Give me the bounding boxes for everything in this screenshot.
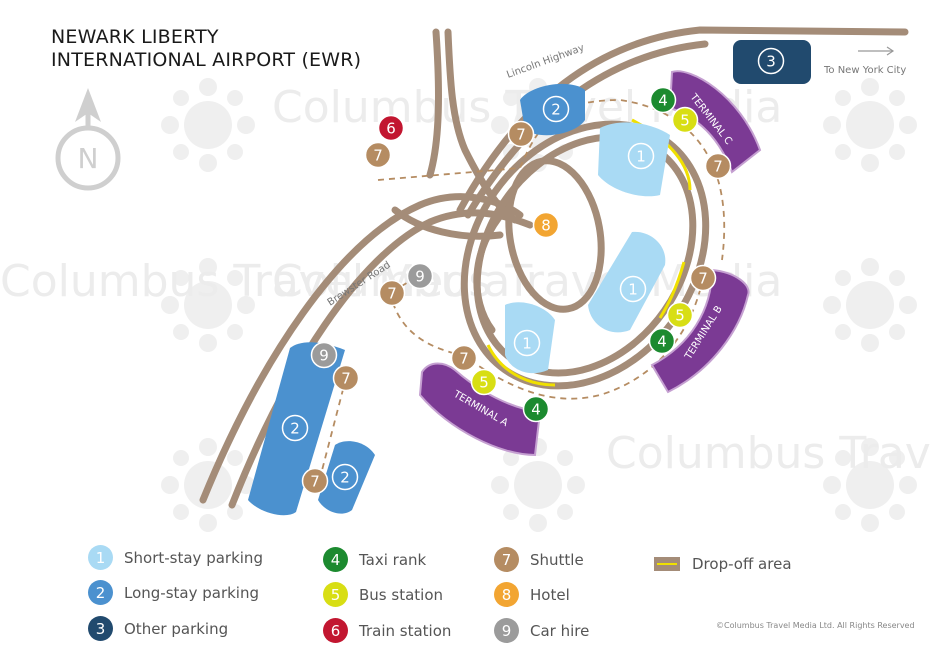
legend-item-shuttle: 7 Shuttle <box>494 547 584 572</box>
marker-long-stay-north-number: 2 <box>551 101 561 119</box>
marker-other-parking-number: 3 <box>766 53 776 71</box>
svg-text:Columbus Travel Media: Columbus Travel Media <box>606 428 930 479</box>
legend-item-long-stay: 2 Long-stay parking <box>88 580 259 605</box>
legend-item-hotel: 8 Hotel <box>494 582 570 607</box>
legend-marker-7: 7 <box>494 547 519 572</box>
legend-label-other-parking: Other parking <box>124 619 229 638</box>
legend-marker-2: 2 <box>88 580 113 605</box>
central-loop-road <box>505 157 605 313</box>
legend-item-dropoff: Drop-off area <box>654 555 792 573</box>
marker-taxi-b-number: 4 <box>657 333 667 351</box>
marker-car-hire-brewster-number: 9 <box>415 268 425 286</box>
legend-item-short-stay: 1 Short-stay parking <box>88 545 263 570</box>
copyright-notice: ©Columbus Travel Media Ltd. All Rights R… <box>716 621 915 630</box>
marker-long-stay-north: 2 <box>542 95 570 123</box>
svg-text:Columbus Travel Media: Columbus Travel Media <box>0 256 510 307</box>
marker-bus-c-number: 5 <box>680 112 690 130</box>
marker-shuttle-north: 7 <box>507 120 535 148</box>
marker-shuttle-c-number: 7 <box>713 158 723 176</box>
marker-shuttle-c: 7 <box>704 152 732 180</box>
legend-label-taxi: Taxi rank <box>359 550 427 569</box>
legend-label-train: Train station <box>359 621 452 640</box>
legend-label-dropoff: Drop-off area <box>692 555 792 573</box>
legend-label-shuttle: Shuttle <box>530 550 584 569</box>
marker-shuttle-b-number: 7 <box>698 270 708 288</box>
legend-item-train: 6 Train station <box>323 618 451 643</box>
west-ramp <box>473 206 509 334</box>
marker-short-stay-a-number: 1 <box>522 335 532 353</box>
marker-short-stay-a: 1 <box>513 329 541 357</box>
legend-marker-6: 6 <box>323 618 348 643</box>
legend-label-bus: Bus station <box>359 585 444 604</box>
marker-shuttle-brewster-number: 7 <box>387 285 397 303</box>
map-title: NEWARK LIBERTY INTERNATIONAL AIRPORT (EW… <box>51 26 361 72</box>
legend-marker-9: 9 <box>494 618 519 643</box>
marker-hotel-number: 8 <box>541 217 551 235</box>
marker-shuttle-brewster: 7 <box>378 279 406 307</box>
marker-bus-a-number: 5 <box>479 374 489 392</box>
marker-shuttle-north-number: 7 <box>516 126 526 144</box>
marker-long-stay-west: 2 <box>281 414 309 442</box>
marker-car-hire-west: 9 <box>310 341 338 369</box>
marker-bus-a: 5 <box>470 368 498 396</box>
marker-car-hire-brewster: 9 <box>406 262 434 290</box>
marker-shuttle-a-number: 7 <box>459 350 469 368</box>
terminal-b-building <box>650 268 750 394</box>
map-title-line1: NEWARK LIBERTY <box>51 26 219 48</box>
legend-item-bus: 5 Bus station <box>323 582 443 607</box>
legend-item-other-parking: 3 Other parking <box>88 616 228 641</box>
legend-label-short-stay: Short-stay parking <box>124 548 263 567</box>
marker-taxi-c-number: 4 <box>658 92 668 110</box>
marker-taxi-a-number: 4 <box>531 401 541 419</box>
marker-short-stay-b: 1 <box>619 275 647 303</box>
marker-hotel: 8 <box>532 211 560 239</box>
marker-taxi-b: 4 <box>648 327 676 355</box>
legend-marker-4: 4 <box>323 547 348 572</box>
marker-short-stay-b-number: 1 <box>628 281 638 299</box>
marker-short-stay-c: 1 <box>627 142 655 170</box>
marker-bus-b-number: 5 <box>675 307 685 325</box>
marker-shuttle-b: 7 <box>689 264 717 292</box>
legend-item-taxi: 4 Taxi rank <box>323 547 426 572</box>
marker-shuttle-west-number: 7 <box>341 370 351 388</box>
legend-label-hotel: Hotel <box>530 585 570 604</box>
marker-shuttle-a: 7 <box>450 344 478 372</box>
legend-marker-5: 5 <box>323 582 348 607</box>
marker-shuttle-train: 7 <box>364 141 392 169</box>
marker-short-stay-c-number: 1 <box>636 148 646 166</box>
marker-taxi-a: 4 <box>522 395 550 423</box>
legend-marker-1: 1 <box>88 545 113 570</box>
legend-marker-8: 8 <box>494 582 519 607</box>
northern-access-road-2 <box>426 28 442 179</box>
marker-shuttle-southwest-number: 7 <box>310 473 320 491</box>
marker-other-parking: 3 <box>757 47 785 75</box>
marker-bus-b: 5 <box>666 301 694 329</box>
compass-label: N <box>78 142 99 175</box>
lincoln-highway-road <box>456 26 909 214</box>
marker-shuttle-train-number: 7 <box>373 147 383 165</box>
map-title-line2: INTERNATIONAL AIRPORT (EWR) <box>51 49 362 71</box>
western-highway <box>199 193 524 504</box>
legend-label-car-hire: Car hire <box>530 621 590 640</box>
marker-long-stay-west-number: 2 <box>290 420 300 438</box>
marker-shuttle-west: 7 <box>332 364 360 392</box>
to-nyc-arrow-icon <box>858 46 895 56</box>
legend-label-long-stay: Long-stay parking <box>124 583 260 602</box>
legend-marker-3: 3 <box>88 616 113 641</box>
marker-train: 6 <box>377 114 405 142</box>
marker-car-hire-west-number: 9 <box>319 347 329 365</box>
to-nyc-label: To New York City <box>823 65 906 76</box>
marker-taxi-c: 4 <box>649 86 677 114</box>
dropoff-swatch-icon <box>654 557 680 571</box>
marker-shuttle-southwest: 7 <box>301 467 329 495</box>
terminal-a-building <box>418 362 542 457</box>
marker-long-stay-southwest: 2 <box>331 463 359 491</box>
marker-bus-c: 5 <box>671 106 699 134</box>
legend-item-car-hire: 9 Car hire <box>494 618 589 643</box>
marker-train-number: 6 <box>386 120 396 138</box>
compass-north-icon: N <box>55 88 121 191</box>
marker-long-stay-southwest-number: 2 <box>340 469 350 487</box>
